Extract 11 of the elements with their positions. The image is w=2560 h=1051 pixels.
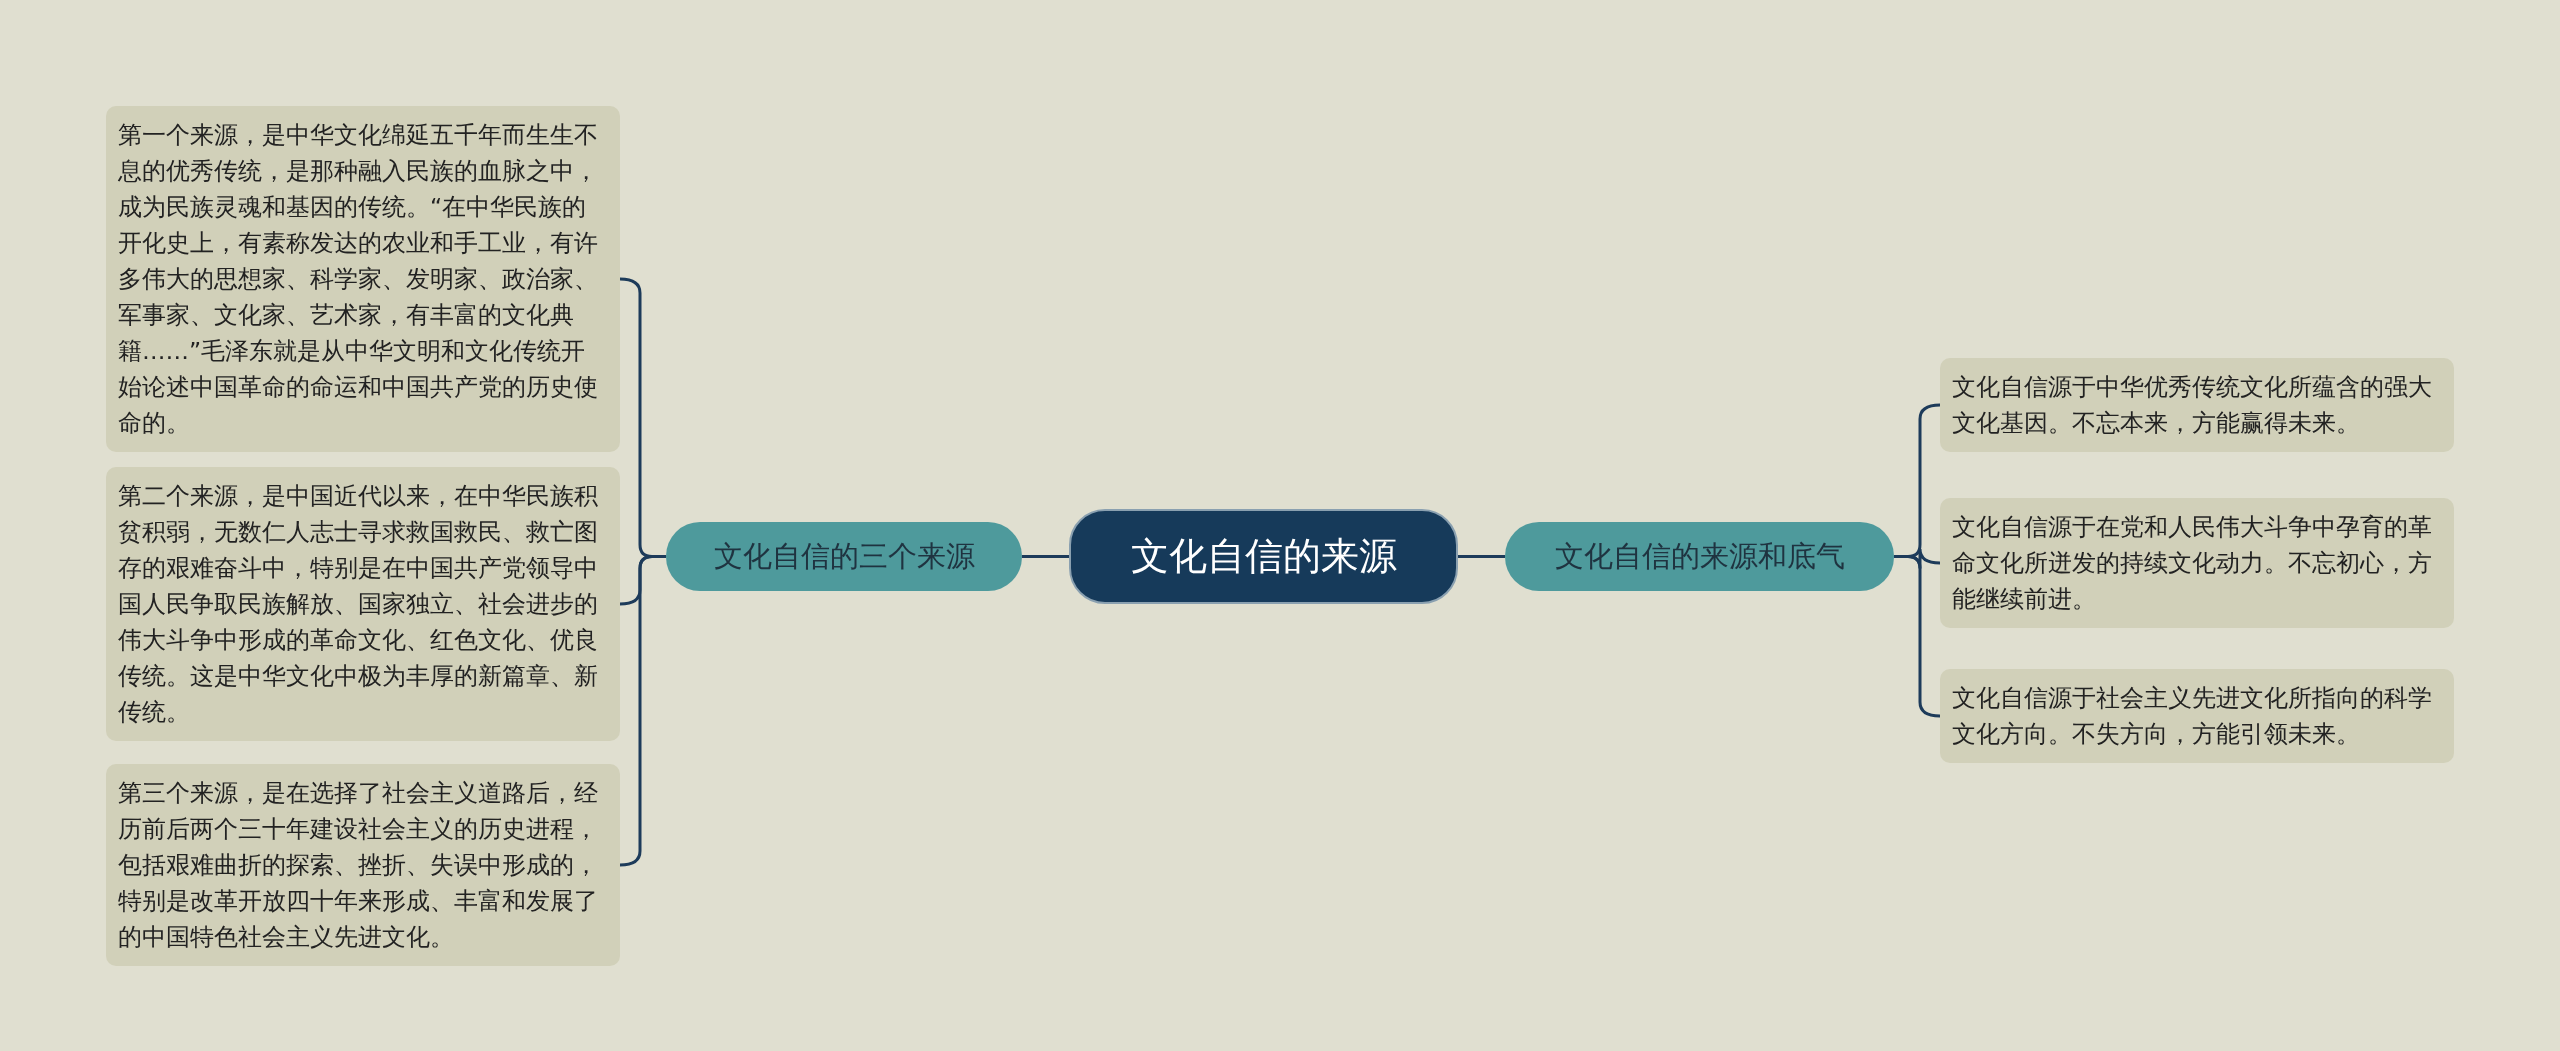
central-topic: 文化自信的来源 bbox=[1069, 509, 1458, 604]
branch-topic: 文化自信的来源和底气 bbox=[1505, 522, 1894, 591]
connector bbox=[1022, 555, 1069, 558]
note-card: 第三个来源，是在选择了社会主义道路后，经历前后两个三十年建设社会主义的历史进程，包括艰难曲折的探索、挫折、失误中形成的，特别是改革开放四十年来形成、丰富和发展了的中国特色社会主义先进文化。 bbox=[106, 764, 620, 966]
note-card: 第一个来源，是中华文化绵延五千年而生生不息的优秀传统，是那种融入民族的血脉之中，成为民族灵魂和基因的传统。“在中华民族的开化史上，有素称发达的农业和手工业，有许多伟大的思想家、科学家、发明家、政治家、军事家、文化家、艺术家，有丰富的文化典籍……”毛泽东就是从中华文明和文化传统开始论述中国革命的命运和中国共产党的历史使命的。 bbox=[106, 106, 620, 452]
note-card: 文化自信源于中华优秀传统文化所蕴含的强大文化基因。不忘本来，方能赢得未来。 bbox=[1940, 358, 2454, 452]
note-card: 文化自信源于在党和人民伟大斗争中孕育的革命文化所迸发的持续文化动力。不忘初心，方能继续前进。 bbox=[1940, 498, 2454, 628]
branch-topic: 文化自信的三个来源 bbox=[666, 522, 1022, 591]
connector bbox=[1458, 555, 1505, 558]
note-card: 文化自信源于社会主义先进文化所指向的科学文化方向。不失方向，方能引领未来。 bbox=[1940, 669, 2454, 763]
note-card: 第二个来源，是中国近代以来，在中华民族积贫积弱，无数仁人志士寻求救国救民、救亡图存的艰难奋斗中，特别是在中国共产党领导中国人民争取民族解放、国家独立、社会进步的伟大斗争中形成的革命文化、红色文化、优良传统。这是中华文化中极为丰厚的新篇章、新传统。 bbox=[106, 467, 620, 741]
